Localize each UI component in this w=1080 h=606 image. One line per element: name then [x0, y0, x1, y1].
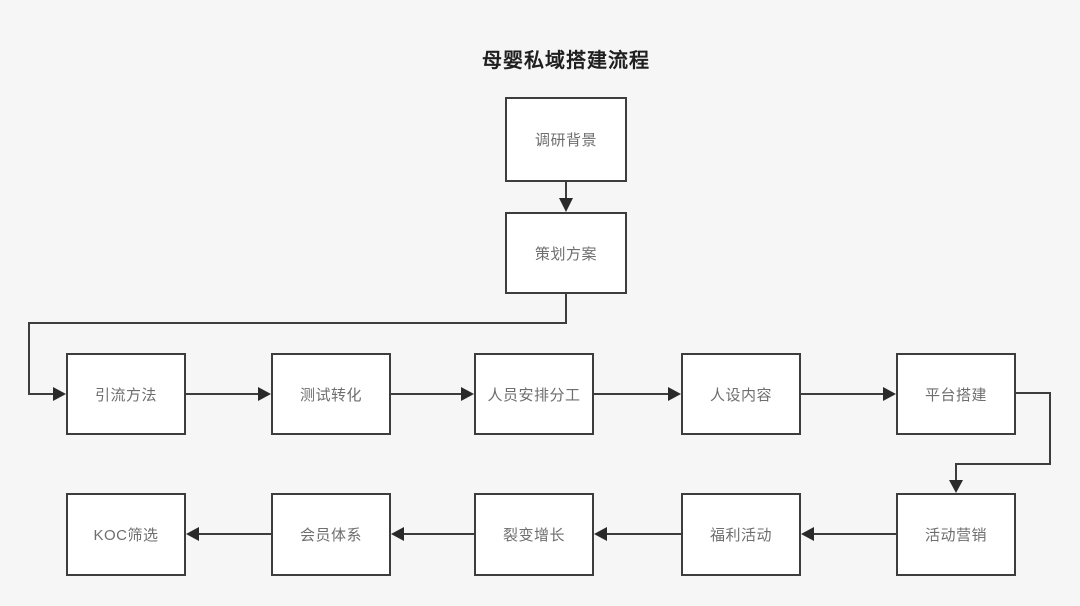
node-label-welfare-activities: 福利活动 — [709, 527, 772, 544]
diagram-title: 母婴私域搭建流程 — [482, 50, 650, 72]
edge-persona-to-platform — [801, 387, 896, 401]
arrowhead-down-icon — [949, 480, 963, 493]
edge-research-to-planning — [559, 182, 573, 212]
edge-activity-to-welfare — [801, 527, 896, 541]
node-label-koc-screening: KOC筛选 — [93, 527, 159, 544]
flow-node-koc-screening: KOC筛选 — [66, 493, 186, 576]
edge-test-to-staffing — [391, 387, 474, 401]
edge-traffic-to-test — [186, 387, 271, 401]
node-label-fission-growth: 裂变增长 — [502, 527, 565, 544]
arrowhead-left-icon — [186, 527, 199, 541]
arrowhead-left-icon — [391, 527, 404, 541]
node-label-activity-marketing: 活动营销 — [924, 527, 987, 544]
edge-planning-to-traffic — [28, 294, 567, 401]
flow-node-traffic-methods: 引流方法 — [66, 353, 186, 435]
flow-node-membership-system: 会员体系 — [271, 493, 391, 576]
flow-node-platform-setup: 平台搭建 — [896, 353, 1016, 435]
arrowhead-right-icon — [883, 387, 896, 401]
flow-node-planning-scheme: 策划方案 — [505, 212, 627, 294]
arrowhead-right-icon — [668, 387, 681, 401]
arrowhead-left-icon — [594, 527, 607, 541]
node-label-platform-setup: 平台搭建 — [924, 386, 987, 404]
edge-staffing-to-persona — [594, 387, 681, 401]
node-label-traffic-methods: 引流方法 — [94, 386, 157, 404]
flow-node-fission-growth: 裂变增长 — [474, 493, 594, 576]
flow-node-welfare-activities: 福利活动 — [681, 493, 801, 576]
arrowhead-left-icon — [801, 527, 814, 541]
node-label-research-background: 调研背景 — [534, 132, 597, 149]
node-label-planning-scheme: 策划方案 — [534, 245, 597, 263]
arrowhead-right-icon — [258, 387, 271, 401]
arrowhead-right-icon — [461, 387, 474, 401]
arrowhead-down-icon — [559, 198, 573, 212]
node-label-persona-content: 人设内容 — [709, 386, 772, 404]
node-label-test-conversion: 测试转化 — [299, 386, 362, 404]
flow-node-research-background: 调研背景 — [505, 97, 627, 182]
arrowhead-right-icon — [53, 387, 66, 401]
edge-platform-to-activity — [949, 392, 1051, 493]
flow-node-staffing-division: 人员安排分工 — [474, 353, 594, 435]
edge-fission-to-membership — [391, 527, 474, 541]
edge-welfare-to-fission — [594, 527, 681, 541]
flow-node-test-conversion: 测试转化 — [271, 353, 391, 435]
node-label-membership-system: 会员体系 — [299, 527, 362, 544]
flow-node-activity-marketing: 活动营销 — [896, 493, 1016, 576]
node-label-staffing-division: 人员安排分工 — [487, 386, 581, 404]
edge-membership-to-koc — [186, 527, 271, 541]
flow-node-persona-content: 人设内容 — [681, 353, 801, 435]
